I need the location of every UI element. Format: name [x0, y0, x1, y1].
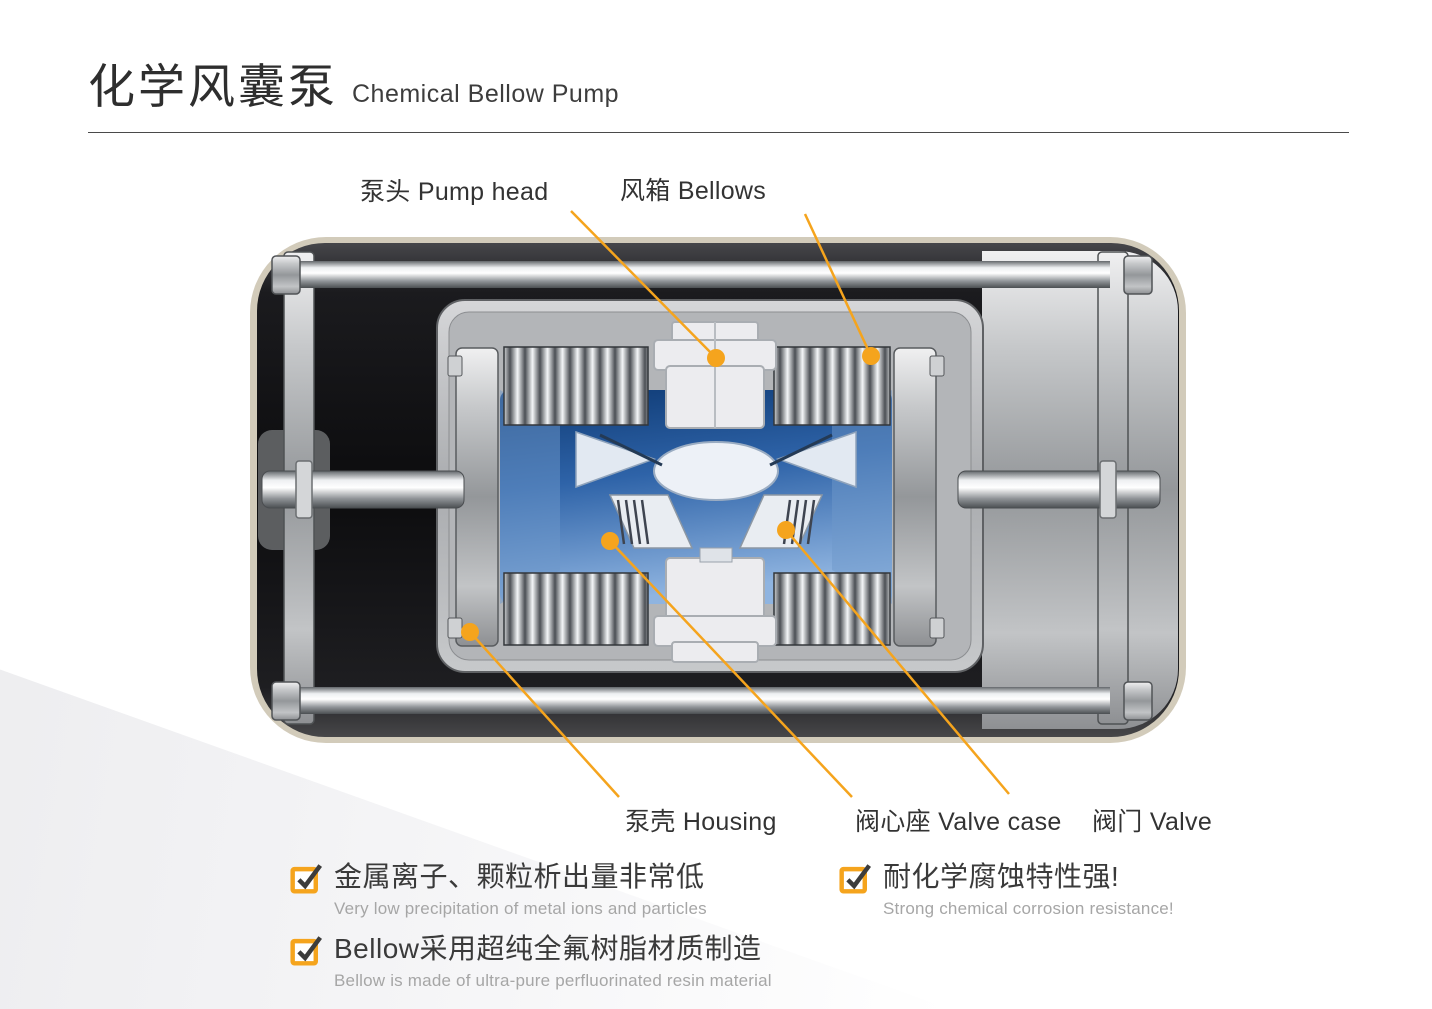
feature-title: 金属离子、颗粒析出量非常低	[334, 861, 705, 892]
label-valve: 阀门 Valve	[1092, 808, 1213, 836]
feature-subtitle: Bellow is made of ultra-pure perfluorina…	[334, 971, 772, 990]
valve-wing-right	[775, 430, 857, 489]
feature-title: Bellow采用超纯全氟树脂材质制造	[334, 933, 762, 964]
shaft-left	[261, 470, 465, 509]
marker-valve-dot	[777, 521, 795, 539]
label-pump-head: 泵头 Pump head	[360, 178, 549, 206]
marker-valve-case-dot	[601, 532, 619, 550]
feature-text: 金属离子、颗粒析出量非常低 Very low precipitation of …	[334, 860, 707, 922]
bellows-bottom-left	[503, 572, 649, 646]
checkbox-icon	[290, 936, 323, 966]
feature-item-corrosion: 耐化学腐蚀特性强! Strong chemical corrosion resi…	[838, 860, 1174, 922]
valve-lens	[653, 441, 779, 501]
feature-text: 耐化学腐蚀特性强! Strong chemical corrosion resi…	[883, 860, 1174, 922]
clamp-flange-right	[893, 347, 937, 647]
tie-rod-bottom	[298, 687, 1110, 714]
marker-housing-dot	[461, 623, 479, 641]
leader-bellows	[803, 213, 873, 357]
feature-title: 耐化学腐蚀特性强!	[883, 861, 1120, 892]
leader-valve	[785, 529, 1010, 795]
chamber-wall-left	[500, 390, 560, 604]
marker-pump-head-dot	[707, 349, 725, 367]
label-housing: 泵壳 Housing	[625, 808, 777, 836]
page-subtitle: Chemical Bellow Pump	[352, 80, 620, 108]
label-valve-case: 阀心座 Valve case	[855, 808, 1062, 836]
valve-spring-left	[616, 499, 650, 545]
shaft-right	[957, 470, 1161, 509]
marker-bellows-dot	[862, 347, 880, 365]
shaft-right-collar	[1099, 460, 1117, 519]
leader-valve-case	[609, 540, 853, 798]
tie-rod-top	[298, 261, 1110, 288]
leader-lines	[469, 210, 1010, 798]
label-bellows: 风箱 Bellows	[620, 177, 767, 205]
header-divider	[88, 132, 1349, 133]
valve-wing-left	[575, 430, 657, 489]
feature-item-metal-ions: 金属离子、颗粒析出量非常低 Very low precipitation of …	[289, 860, 707, 922]
feature-subtitle: Very low precipitation of metal ions and…	[334, 899, 707, 918]
valve-base	[699, 547, 733, 563]
checkbox-icon	[290, 864, 323, 894]
bellows-top-left	[503, 346, 649, 426]
valve-guide-lines	[599, 433, 833, 467]
pump-illustration	[250, 237, 1186, 743]
page-title: 化学风囊泵	[88, 60, 338, 113]
tie-rod-nuts	[271, 255, 1153, 721]
shaft-left-collar	[295, 460, 313, 519]
feature-text: Bellow采用超纯全氟树脂材质制造 Bellow is made of ult…	[334, 932, 772, 994]
feature-subtitle: Strong chemical corrosion resistance!	[883, 899, 1174, 918]
leader-housing	[469, 631, 620, 798]
checkbox-icon	[839, 864, 872, 894]
feature-item-resin-material: Bellow采用超纯全氟树脂材质制造 Bellow is made of ult…	[289, 932, 772, 994]
markers	[461, 347, 880, 641]
leader-pump-head	[570, 210, 717, 359]
